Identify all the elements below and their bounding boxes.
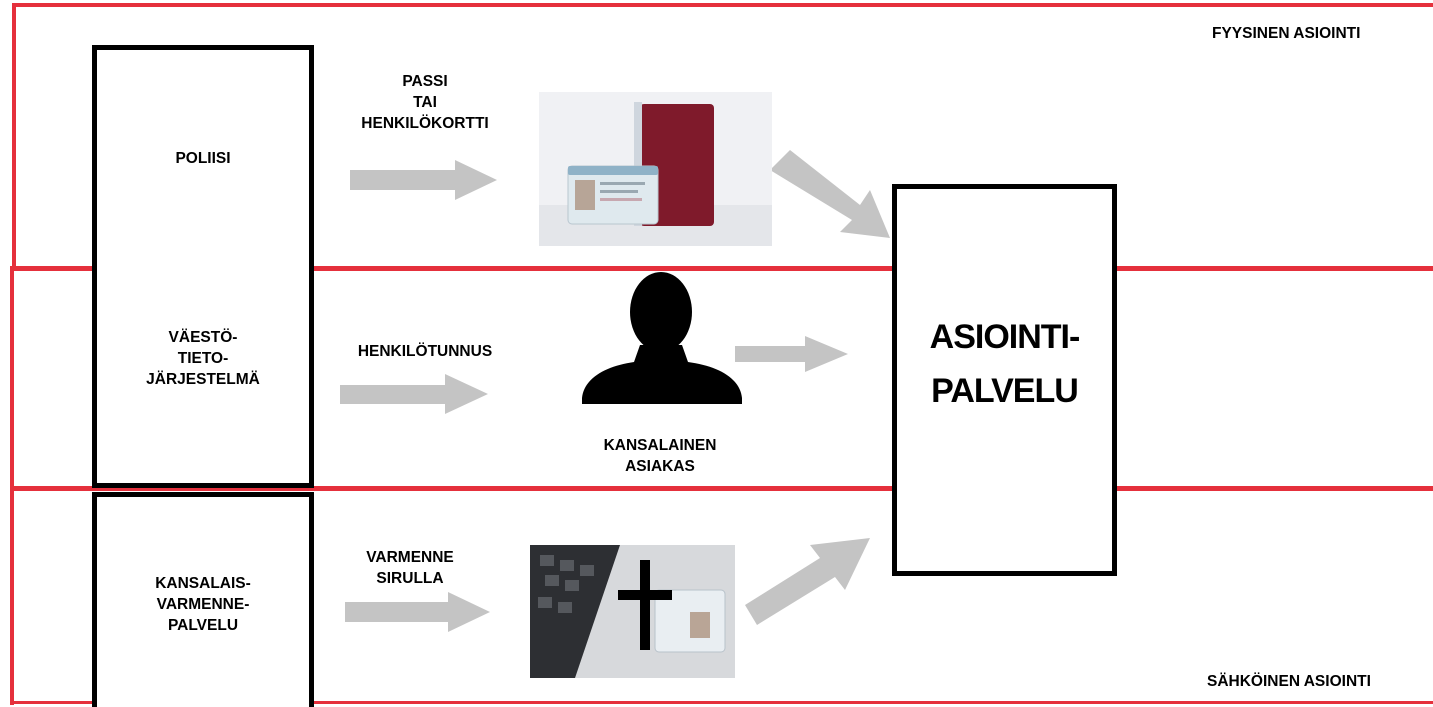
service-box <box>892 184 1117 576</box>
physical-service-label: FYYSINEN ASIOINTI <box>1212 25 1361 42</box>
arrow-icon <box>340 374 488 414</box>
police-label: POLIISI <box>175 150 231 167</box>
ssn-label: HENKILÖTUNNUS <box>357 343 493 360</box>
arrow-icon <box>345 592 490 632</box>
band-left-line-mid <box>10 268 14 490</box>
certificate-service-label: KANSALAIS- VARMENNE- PALVELU <box>155 575 251 634</box>
certificate-service-box <box>92 492 314 707</box>
passport-label: PASSI TAI HENKILÖKORTTI <box>361 73 489 132</box>
chip-label: VARMENNE SIRULLA <box>366 549 454 587</box>
population-register-box <box>92 268 314 488</box>
arrow-icon <box>735 336 848 372</box>
service-label: ASIOINTI- PALVELU <box>929 318 1081 410</box>
card-reader-photo <box>530 545 735 678</box>
electronic-service-label: SÄHKÖINEN ASIOINTI <box>1207 673 1371 690</box>
passport-photo <box>539 92 772 246</box>
band-divider-1 <box>10 266 1433 271</box>
population-register-label: VÄESTÖ- TIETO- JÄRJESTELMÄ <box>146 329 260 388</box>
person-silhouette-icon <box>582 272 742 404</box>
arrow-icon <box>745 538 870 625</box>
police-box <box>92 45 314 275</box>
band-left-line-bottom <box>10 488 14 705</box>
arrow-icon <box>770 150 890 238</box>
band-bottom-line <box>10 701 1433 704</box>
band-divider-2 <box>10 486 1433 491</box>
arrow-icon <box>350 160 497 200</box>
citizen-customer-label: KANSALAINEN ASIAKAS <box>603 437 717 475</box>
band-top-line <box>12 3 1433 7</box>
band-left-line-top <box>12 3 16 268</box>
